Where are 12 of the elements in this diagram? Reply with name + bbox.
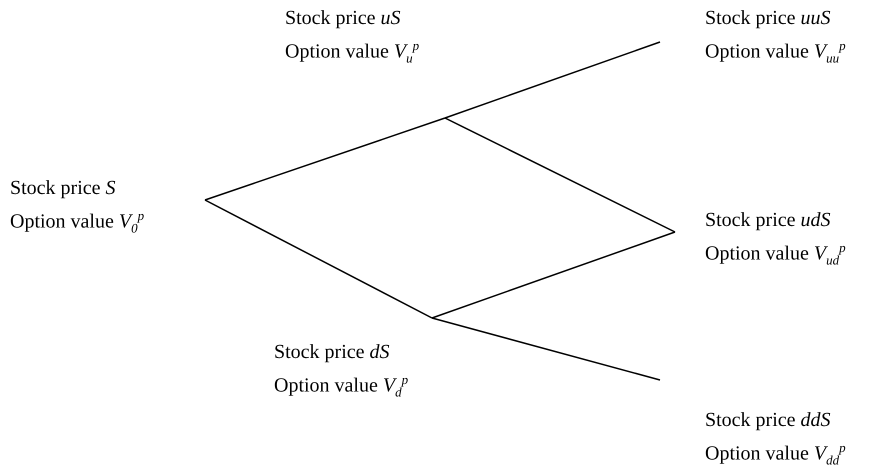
branch-line (204, 117, 446, 201)
node-label: Stock price udS (705, 208, 832, 233)
branch-line (204, 199, 432, 319)
node-label: Stock price S (10, 176, 117, 201)
branch-line (432, 231, 676, 319)
node-label: Stock price dS (274, 340, 391, 365)
node-label: Stock price uS (285, 6, 402, 31)
branch-line (444, 117, 676, 233)
node-label: Stock price uuS (705, 6, 832, 31)
branch-line (432, 317, 660, 381)
node-label: Stock price ddS (705, 408, 832, 433)
branch-line (444, 41, 660, 119)
